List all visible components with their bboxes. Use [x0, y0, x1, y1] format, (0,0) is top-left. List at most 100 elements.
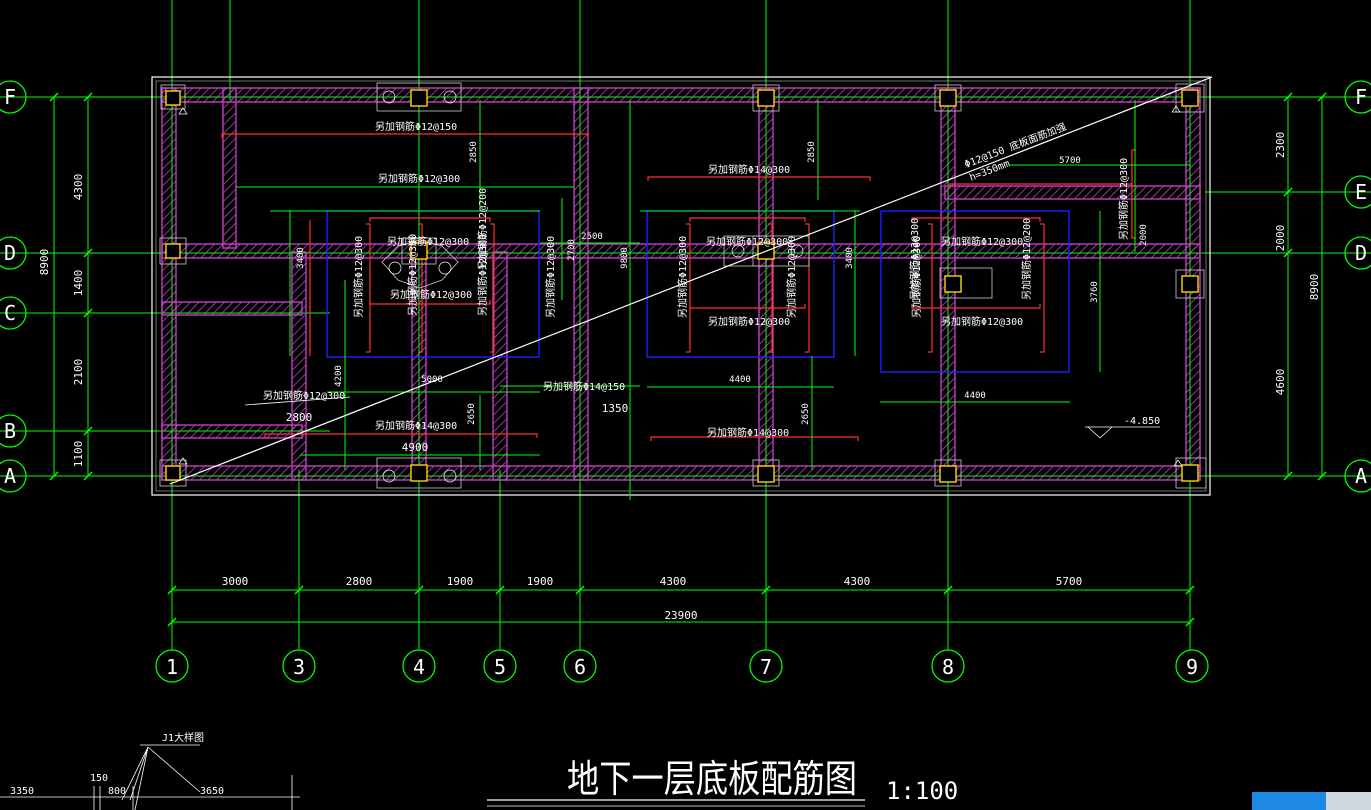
dim-4900: 4900	[402, 441, 429, 454]
diagonal-note-1: Φ12@150 底板面筋加强	[962, 120, 1068, 171]
detail-dim-150: 150	[90, 773, 108, 784]
slab-outline-inner	[155, 80, 1207, 492]
axis-label-A-left: A	[4, 464, 16, 488]
rebar-note-12: 另加钢筋Φ12@300	[941, 315, 1023, 328]
rebar-note-7: 另加钢筋Φ12@300	[708, 315, 790, 328]
dim-4400-b: 4400	[964, 391, 986, 401]
axis-label-A-right: A	[1355, 464, 1367, 488]
dim-bottom-7: 5700	[1056, 575, 1083, 588]
columns	[159, 82, 1207, 489]
dim-bottom-3: 1900	[447, 575, 474, 588]
dim-left-2: 1400	[72, 270, 85, 297]
axis-label-C-left: C	[4, 301, 16, 325]
status-bar[interactable]	[1252, 792, 1371, 810]
dim-bottom-6: 4300	[844, 575, 871, 588]
sump-openings	[326, 210, 1070, 373]
axis-label-D-right: D	[1355, 241, 1367, 265]
axis-label-3: 3	[293, 655, 305, 679]
rebar-note-24: 另加钢筋Φ12@200	[476, 188, 489, 270]
elevation-label: -4.850	[1124, 416, 1160, 427]
axis-label-E-right: E	[1355, 180, 1367, 204]
rebar-note-19: 另加钢筋Φ12@300	[785, 236, 798, 318]
axis-label-1: 1	[166, 655, 178, 679]
dim-3400-a: 3400	[296, 247, 306, 269]
dim-bottom-total: 23900	[664, 609, 697, 622]
rebar-note-23: 另加钢筋Φ12@200	[1020, 218, 1033, 300]
rebar-note-17: 另加钢筋Φ12@300	[544, 236, 557, 318]
rebar-note-14: 另加钢筋Φ12@300	[352, 236, 365, 318]
axis-bubbles	[0, 80, 1371, 683]
rebar-note-16: 另加钢筋Φ12@300	[476, 234, 489, 316]
status-bar-secondary[interactable]	[1326, 792, 1371, 810]
rebar-lines	[221, 133, 1136, 441]
dim-2700: 2700	[567, 239, 577, 261]
strengthening-diagonal	[169, 76, 1213, 485]
j1-detail	[0, 744, 300, 810]
dim-left-1: 4300	[72, 174, 85, 201]
rebar-note-5: 另加钢筋Φ12@300	[390, 288, 472, 301]
drawing-scale: 1:100	[886, 777, 958, 805]
dim-4400-a: 4400	[729, 375, 751, 385]
rebar-note-3: 另加钢筋Φ14@300	[708, 163, 790, 176]
axis-label-4: 4	[413, 655, 425, 679]
axis-label-8: 8	[942, 655, 954, 679]
inner-dimension-lines	[236, 100, 1190, 500]
axis-label-5: 5	[494, 655, 506, 679]
rebar-note-10: 另加钢筋Φ14@300	[375, 419, 457, 432]
axis-label-F-left: F	[4, 85, 16, 109]
rebar-note-8: 另加钢筋Φ14@150	[543, 380, 625, 393]
rebar-note-22: 另加钢筋Φ12@300	[908, 218, 921, 300]
detail-dim-3350: 3350	[10, 786, 34, 797]
rebar-note-15: 另加钢筋Φ12@300	[406, 234, 419, 316]
rebar-note-1: 另加钢筋Φ12@150	[375, 120, 457, 133]
dim-3400-b: 3400	[845, 247, 855, 269]
dim-9800: 9800	[620, 247, 630, 269]
rebar-note-20: 另加钢筋Φ12@300	[910, 236, 923, 318]
axis-label-F-right: F	[1355, 85, 1367, 109]
rebar-note-13: 另加钢筋Φ14@300	[707, 426, 789, 439]
dim-2800: 2800	[286, 411, 313, 424]
j1-detail-label: J1大样图	[162, 731, 204, 744]
dim-2500: 2500	[581, 232, 603, 242]
dim-2850-a: 2850	[469, 141, 479, 163]
dim-right-total: 8900	[1308, 274, 1321, 301]
dim-2650-a: 2650	[467, 403, 477, 425]
axis-label-6: 6	[574, 655, 586, 679]
slab-outline	[151, 76, 1211, 496]
dim-bottom-2: 2800	[346, 575, 373, 588]
drawing-title: 地下一层底板配筋图	[567, 757, 857, 801]
leader-lines	[244, 396, 1160, 439]
status-bar-primary[interactable]	[1252, 792, 1326, 810]
detail-dim-3650: 3650	[200, 786, 224, 797]
rebar-note-9: 另加钢筋Φ12@300	[263, 389, 345, 402]
detail-dim-800: 800	[108, 786, 126, 797]
dimension-lines	[49, 92, 1327, 627]
dim-bottom-5: 4300	[660, 575, 687, 588]
dim-right-1: 2300	[1274, 132, 1287, 159]
dim-5000: 5000	[421, 375, 443, 385]
axis-label-7: 7	[760, 655, 772, 679]
dim-bottom-4: 1900	[527, 575, 554, 588]
dim-right-2: 2000	[1274, 225, 1287, 252]
dim-right-3: 4600	[1274, 369, 1287, 396]
rebar-note-4: 另加钢筋Φ12@300	[387, 235, 469, 248]
dim-left-4: 1100	[72, 441, 85, 468]
axis-label-B-left: B	[4, 419, 16, 443]
axis-label-D-left: D	[4, 241, 16, 265]
axis-label-9: 9	[1186, 655, 1198, 679]
rebar-note-18: 另加钢筋Φ12@300	[676, 236, 689, 318]
dim-2650-b: 2650	[801, 403, 811, 425]
rebar-note-11: 另加钢筋Φ12@300	[941, 235, 1023, 248]
rebar-note-6: 另加钢筋Φ12@300	[706, 235, 788, 248]
dim-5700: 5700	[1059, 156, 1081, 166]
dim-left-3: 2100	[72, 359, 85, 386]
dim-3760: 3760	[1090, 281, 1100, 303]
dim-2850-b: 2850	[807, 141, 817, 163]
rebar-note-21: 另加钢筋Φ12@300	[1117, 158, 1130, 240]
dim-2000: 2000	[1139, 224, 1149, 246]
dim-4200: 4200	[334, 365, 344, 387]
dim-1350: 1350	[602, 402, 629, 415]
dim-bottom-1: 3000	[222, 575, 249, 588]
rebar-note-2: 另加钢筋Φ12@300	[378, 172, 460, 185]
